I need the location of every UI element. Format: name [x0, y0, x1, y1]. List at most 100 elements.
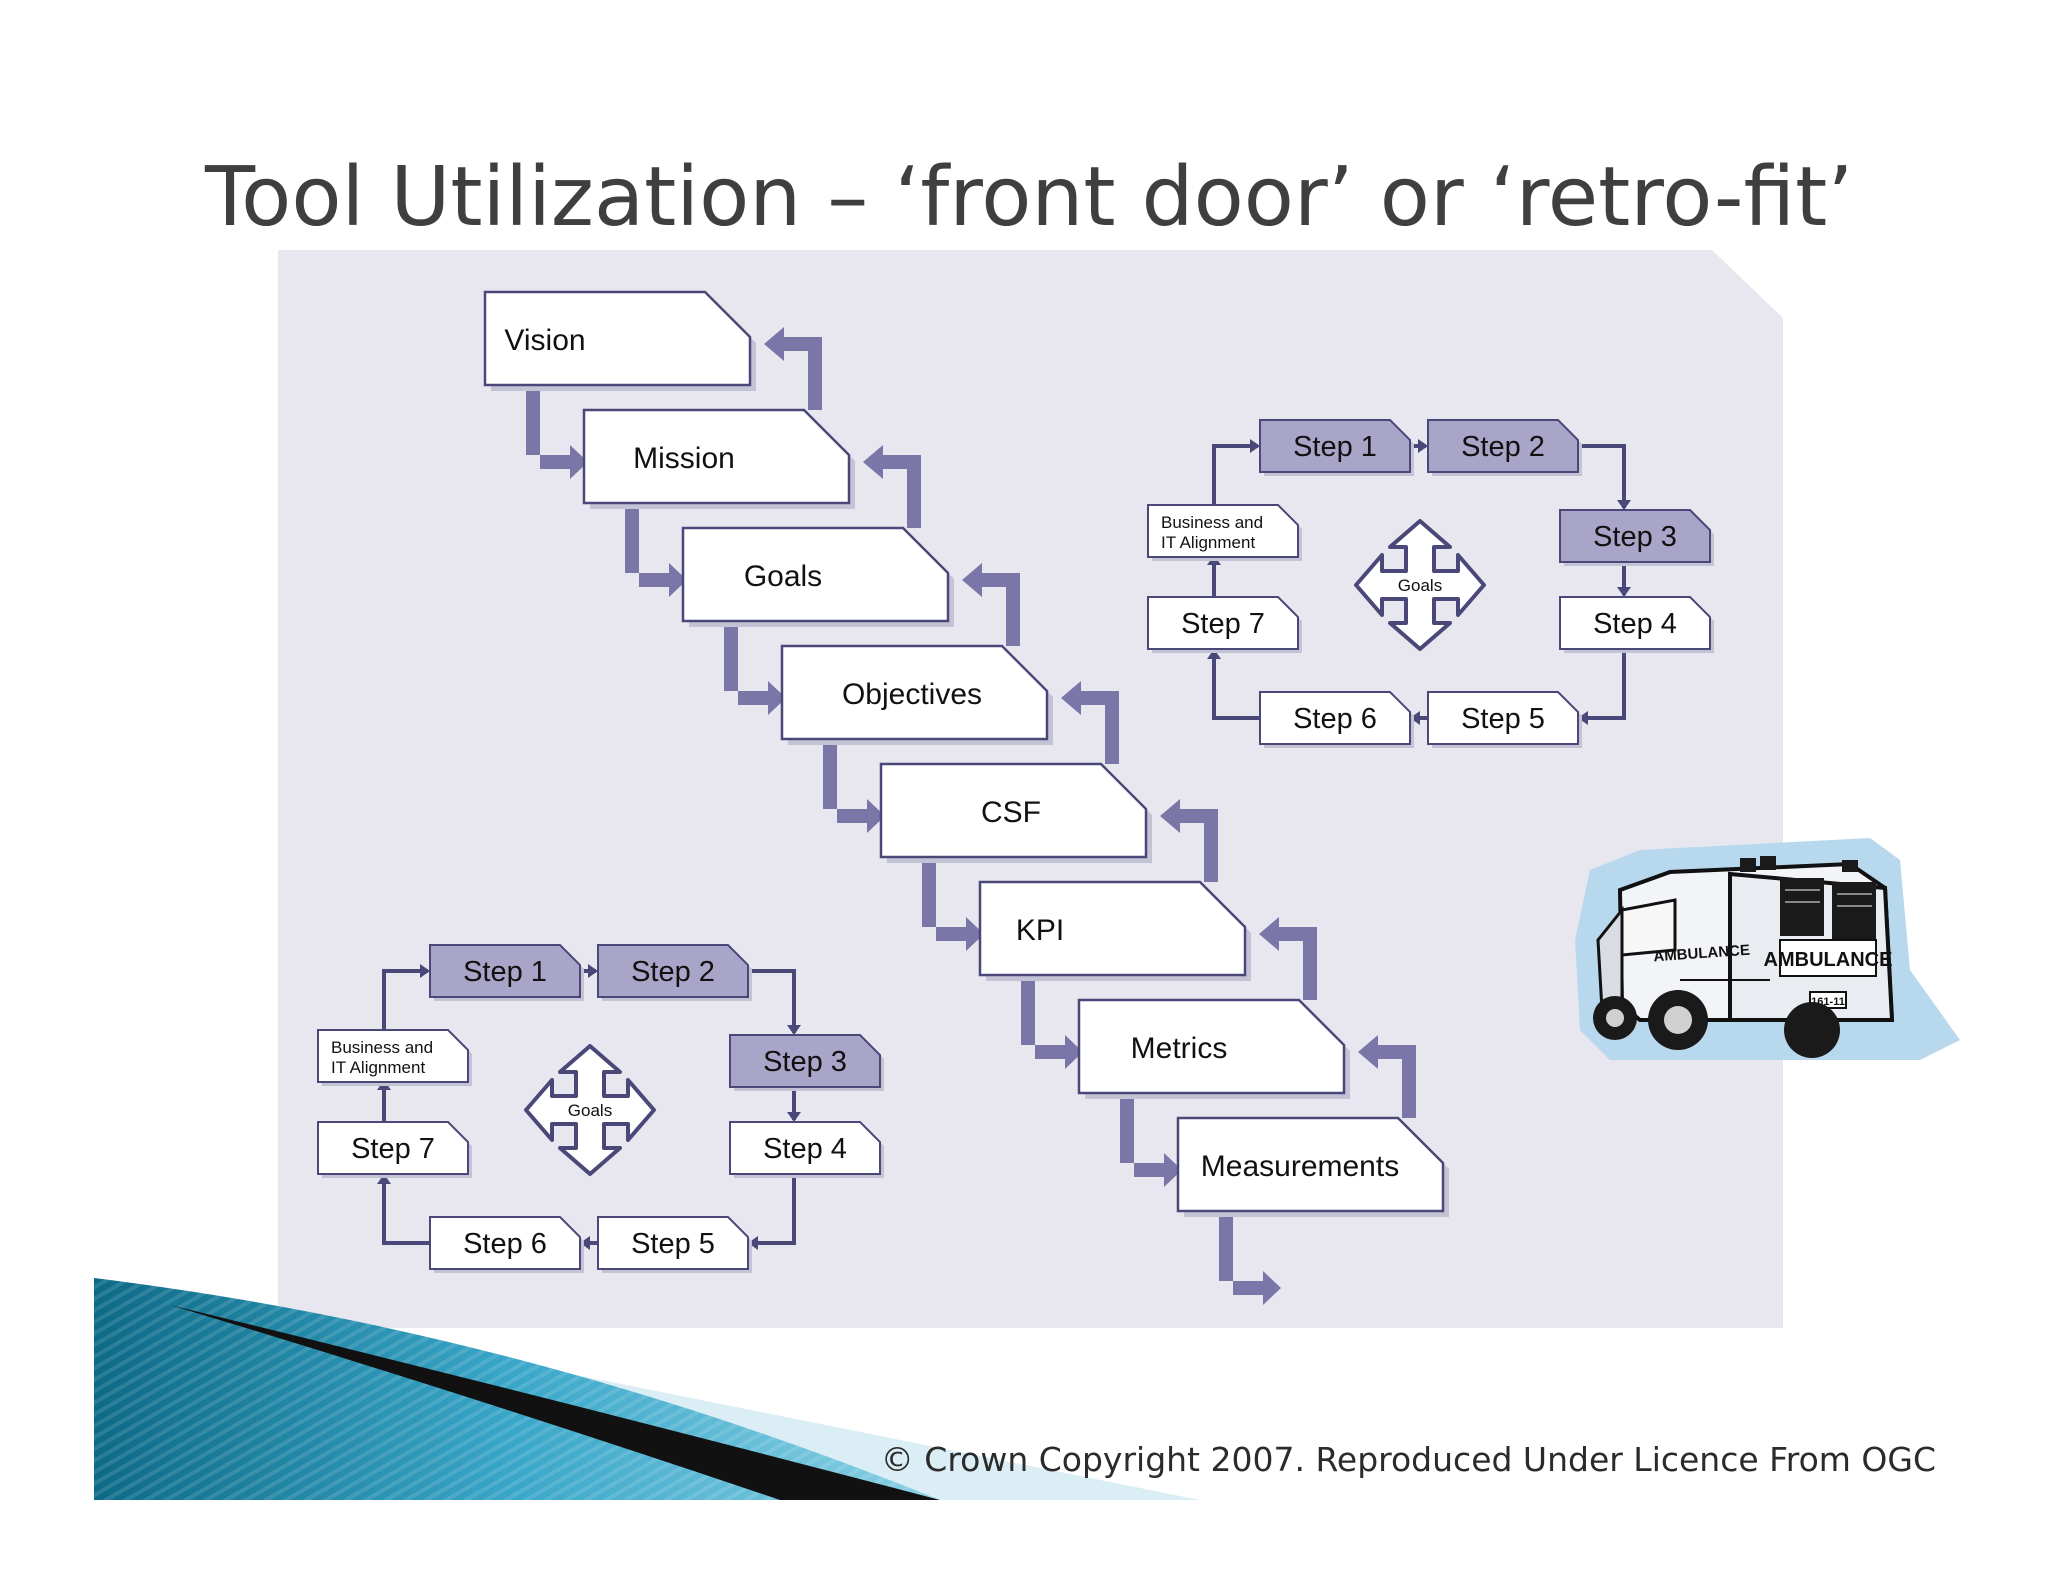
- cycle-step-label: Step 3: [763, 1046, 847, 1078]
- cycle-step-3: Step 3: [729, 1034, 884, 1091]
- cycle-step-label: Step 7: [351, 1133, 435, 1165]
- cascade-return-arrow: [1275, 927, 1317, 1000]
- cycle-arrowhead: [1617, 500, 1631, 510]
- cascade-down-arrow: [1219, 1211, 1265, 1295]
- cycle-arrowhead: [1418, 439, 1428, 453]
- cascade-down-arrow: [526, 385, 572, 469]
- cycle-step-4: Step 4: [1559, 596, 1714, 653]
- cycle-step-6: Step 6: [429, 1216, 584, 1273]
- cycle-arrowhead: [1250, 439, 1260, 453]
- cycle-connector: [382, 969, 428, 1030]
- cycle-step-4: Step 4: [729, 1121, 884, 1178]
- ambulance-side-text: AMBULANCE: [1653, 942, 1751, 966]
- cycle-step-label: Step 2: [1461, 431, 1545, 463]
- cycle-connector: [1582, 444, 1626, 508]
- cascade-return-arrowhead: [1160, 799, 1180, 833]
- cycle-arrowhead: [1578, 711, 1588, 725]
- cascade-down-arrow: [922, 857, 968, 941]
- cascade-return-arrowhead: [1259, 917, 1279, 951]
- cycle-arrowhead: [1410, 711, 1420, 725]
- cascade-return-arrow: [978, 573, 1020, 646]
- cycle-arrowhead: [748, 1236, 758, 1250]
- cycle-step-7: Step 7: [1147, 596, 1302, 653]
- cascade-label: Goals: [744, 560, 822, 593]
- cycle-step-2: Step 2: [597, 944, 752, 1001]
- cascade-box-metrics: Metrics: [1077, 998, 1350, 1099]
- cycle-diagram-bottom: Step 1 Step 2 Step 3 Step 4 Step 5 Step 6 Step…: [317, 944, 884, 1273]
- cascade-label: Measurements: [1201, 1150, 1399, 1183]
- cycle-step-5: Step 5: [597, 1216, 752, 1273]
- cycle-step-label: Step 1: [463, 956, 547, 988]
- copyright-footer: © Crown Copyright 2007. Reproduced Under…: [880, 1440, 1936, 1479]
- cascade-box-mission: Mission: [582, 408, 855, 509]
- cycle-step-3: Step 3: [1559, 509, 1714, 566]
- four-way-arrow-icon: [524, 1044, 656, 1176]
- cycle-arrowhead: [787, 1112, 801, 1122]
- cascade-down-arrowhead: [867, 799, 885, 833]
- cycle-arrowhead: [377, 1174, 391, 1184]
- decorative-swoosh: [94, 1278, 1200, 1500]
- cascade-label: CSF: [981, 796, 1041, 829]
- cycle-step-label: Step 5: [631, 1228, 715, 1260]
- alignment-label-line2: IT Alignment: [1161, 533, 1255, 552]
- ambulance-rear-text: AMBULANCE: [1764, 949, 1893, 971]
- slide-title: Tool Utilization – ‘front door’ or ‘retr…: [205, 150, 1854, 245]
- cascade-box-objectives: Objectives: [780, 644, 1053, 745]
- cascade-label: Metrics: [1131, 1032, 1228, 1065]
- cascade-box-kpi: KPI: [978, 880, 1251, 981]
- cascade-return-arrow: [1077, 691, 1119, 764]
- cascade-label: KPI: [1016, 914, 1064, 947]
- cycle-step-1: Step 1: [429, 944, 584, 1001]
- cycle-step-label: Step 4: [763, 1133, 847, 1165]
- cycle-step-2: Step 2: [1427, 419, 1582, 476]
- cycle-step-5: Step 5: [1427, 691, 1582, 748]
- cascade-down-arrowhead: [1263, 1271, 1281, 1305]
- cycle-step-label: Step 2: [631, 956, 715, 988]
- cascade-down-arrowhead: [669, 563, 687, 597]
- cascade-down-arrow: [823, 739, 869, 823]
- cycle-step-1: Step 1: [1259, 419, 1414, 476]
- cycle-arrowhead: [420, 964, 430, 978]
- cascade-label: Vision: [504, 324, 585, 357]
- cascade-label: Mission: [633, 442, 735, 475]
- cycle-connector: [1212, 444, 1258, 505]
- cycle-step-7: Step 7: [317, 1121, 472, 1178]
- alignment-label-line1: Business and: [331, 1038, 433, 1057]
- cycle-step-label: Step 6: [463, 1228, 547, 1260]
- cascade-return-arrowhead: [1358, 1035, 1378, 1069]
- cascade-return-arrowhead: [863, 445, 883, 479]
- cycle-arrowhead: [787, 1025, 801, 1035]
- cycle-step-label: Step 4: [1593, 608, 1677, 640]
- cascade-label: Objectives: [842, 678, 982, 711]
- cascade-box-vision: Vision: [483, 290, 756, 391]
- cycle-connector: [752, 969, 796, 1033]
- cycle-step-label: Step 3: [1593, 521, 1677, 553]
- cycle-center-label: Goals: [1398, 576, 1442, 595]
- cycle-connector: [750, 1174, 796, 1245]
- cycle-step-label: Step 7: [1181, 608, 1265, 640]
- cycle-center-label: Goals: [568, 1101, 612, 1120]
- cycle-arrowhead: [588, 964, 598, 978]
- cascade-down-arrowhead: [768, 681, 786, 715]
- cascade-down-arrow: [1021, 975, 1067, 1059]
- cascade-box-csf: CSF: [879, 762, 1152, 863]
- cycle-arrowhead: [580, 1236, 590, 1250]
- ambulance-illustration: AMBULANCE AMBULANCE 161-11: [1575, 838, 1960, 1060]
- cycle-step-label: Step 6: [1293, 703, 1377, 735]
- cascade-down-arrow: [1120, 1093, 1166, 1177]
- four-way-arrow-icon: [1354, 519, 1486, 651]
- cascade-box-measurements: Measurements: [1176, 1116, 1449, 1217]
- cascade-down-arrowhead: [966, 917, 984, 951]
- cascade-down-arrowhead: [570, 445, 588, 479]
- cycle-arrowhead: [1207, 649, 1221, 659]
- cascade-return-arrow: [780, 337, 822, 410]
- cycle-step-6: Step 6: [1259, 691, 1414, 748]
- cascade-box-goals: Goals: [681, 526, 954, 627]
- cycle-step-label: Step 1: [1293, 431, 1377, 463]
- cascade-down-arrowhead: [1164, 1153, 1182, 1187]
- cascade-return-arrowhead: [1061, 681, 1081, 715]
- cascade-return-arrowhead: [764, 327, 784, 361]
- alignment-label-line1: Business and: [1161, 513, 1263, 532]
